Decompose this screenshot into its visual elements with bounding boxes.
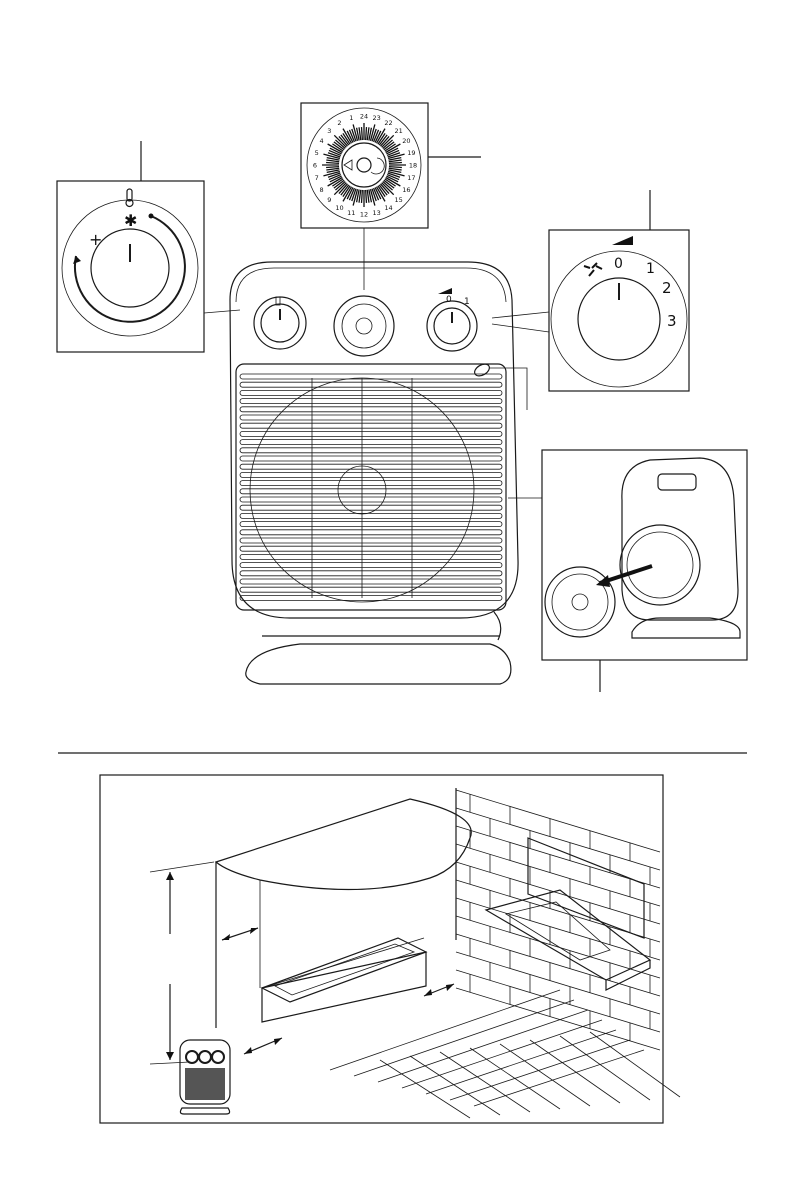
fan-inset: 0 1 2 3	[549, 190, 689, 391]
timer-tick	[366, 127, 367, 140]
grille-slat	[240, 579, 502, 584]
grille-slat	[240, 505, 502, 510]
brick-course	[456, 862, 660, 924]
floor-line	[380, 1060, 470, 1118]
brick-course	[456, 970, 660, 1032]
timer-number: 21	[395, 127, 403, 135]
small-knob-1: 1	[464, 297, 470, 307]
timer-tick	[362, 190, 363, 203]
timer-number: 14	[384, 204, 392, 212]
brick-course	[456, 952, 660, 1014]
brick-course	[456, 790, 660, 852]
grille-slat	[240, 530, 502, 535]
timer-number: 6	[313, 162, 317, 170]
grille-slat	[240, 571, 502, 576]
timer-number: 23	[373, 114, 381, 122]
grille-slat	[240, 546, 502, 551]
timer-number: 18	[409, 162, 417, 170]
grille-slat	[240, 489, 502, 494]
grille-slat	[240, 513, 502, 518]
grille-slat	[240, 399, 502, 404]
grille-slat	[240, 415, 502, 420]
floor-line	[330, 990, 560, 1070]
plus-label: +	[89, 230, 102, 249]
timer-number: 11	[347, 209, 355, 217]
floor-line	[560, 1036, 650, 1100]
grille-slat	[240, 423, 502, 428]
brick-course	[456, 988, 660, 1050]
power-level-icon	[612, 236, 633, 245]
timer-tick	[326, 167, 339, 168]
fan-position-0: 0	[614, 256, 623, 272]
floor-line	[410, 1056, 500, 1115]
fan-position-2: 2	[662, 279, 672, 297]
floor-line	[470, 1048, 560, 1109]
grille-slat	[240, 390, 502, 395]
timer-number: 1	[349, 114, 353, 122]
brick-wall	[456, 790, 660, 1050]
heater-body: 0 1	[230, 262, 518, 684]
grille-slat	[240, 522, 502, 527]
grille-slat	[240, 431, 502, 436]
timer-number: 19	[407, 149, 415, 157]
timer-tick	[389, 167, 402, 168]
timer-number: 5	[315, 149, 319, 157]
timer-tick	[326, 163, 339, 164]
brick-course	[456, 844, 660, 906]
timer-number: 20	[402, 137, 410, 145]
grille-slat	[240, 595, 502, 600]
front-grille	[240, 374, 502, 600]
grille-slat	[240, 587, 502, 592]
thermometer-icon	[126, 189, 133, 207]
timer-number: 2	[337, 119, 341, 127]
grille-slat	[240, 448, 502, 453]
grille-slat	[240, 472, 502, 477]
grille-slat	[240, 497, 502, 502]
brick-course	[456, 898, 660, 960]
timer-number: 10	[335, 204, 343, 212]
timer-number: 4	[319, 137, 323, 145]
floor-line	[530, 1040, 620, 1103]
floor-line	[378, 1010, 588, 1082]
thermostat-inset: + ✱	[57, 141, 204, 352]
grille-slat	[240, 554, 502, 559]
timer-number: 3	[327, 127, 331, 135]
floor-line	[500, 1044, 590, 1106]
grille-slat	[240, 481, 502, 486]
frost-label: ✱	[124, 211, 137, 230]
timer-number: 12	[360, 211, 368, 219]
fan-position-3: 3	[667, 312, 677, 330]
grille-slat	[240, 382, 502, 387]
bathroom-installation-figure	[100, 775, 680, 1123]
timer-number: 8	[319, 186, 323, 194]
fan-position-1: 1	[646, 261, 655, 277]
timer-number: 16	[402, 186, 410, 194]
timer-tick	[366, 190, 367, 203]
timer-tick	[389, 163, 402, 164]
floor-line	[440, 1052, 530, 1112]
timer-number: 17	[407, 174, 415, 182]
grille-slat	[240, 407, 502, 412]
timer-number: 24	[360, 113, 368, 121]
timer-number: 15	[395, 196, 403, 204]
grille-slat	[240, 464, 502, 469]
timer-ticks	[322, 123, 406, 207]
timer-tick	[362, 127, 363, 140]
floor-line	[590, 1032, 680, 1097]
brick-course	[456, 916, 660, 978]
timer-number: 22	[384, 119, 392, 127]
fan-icon	[584, 263, 602, 276]
timer-number: 9	[327, 196, 331, 204]
small-knob-0: 0	[446, 295, 452, 305]
floor-line	[402, 1020, 602, 1088]
grille-slat	[240, 456, 502, 461]
timer-number: 7	[315, 174, 319, 182]
timer-number: 13	[373, 209, 381, 217]
brick-course	[456, 808, 660, 870]
floor-tiles	[330, 990, 680, 1118]
filter-inset	[542, 450, 747, 692]
